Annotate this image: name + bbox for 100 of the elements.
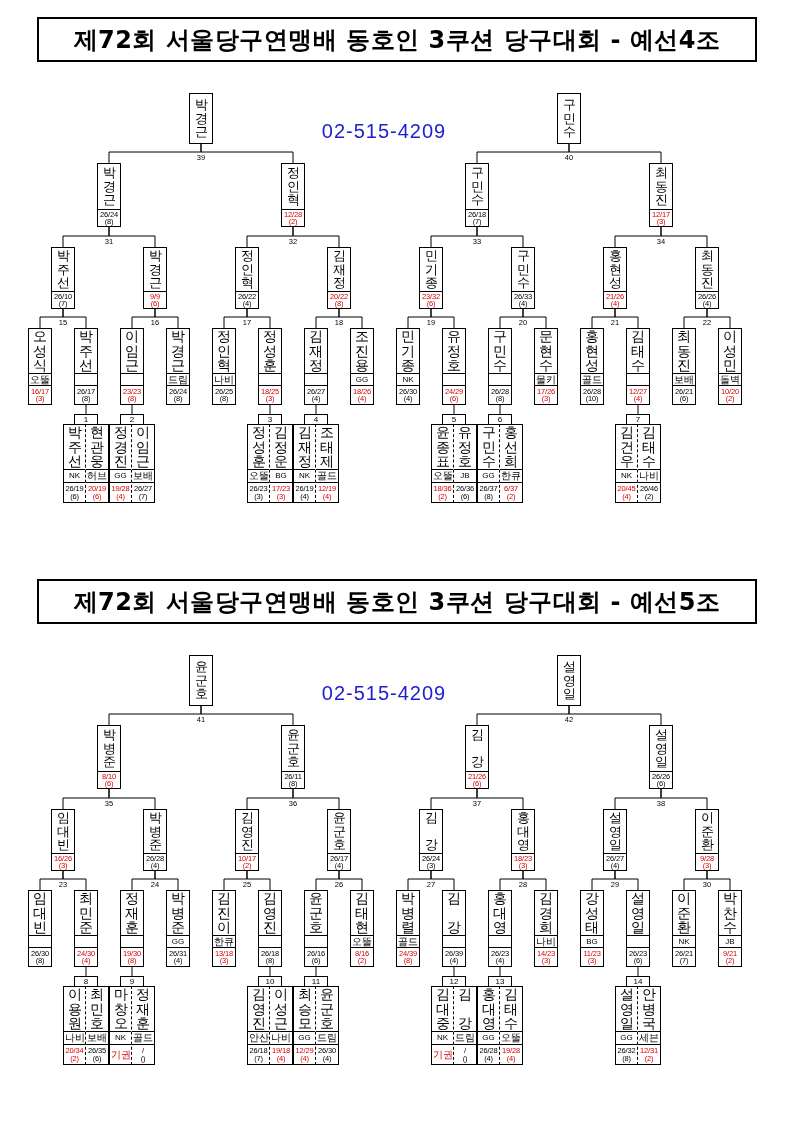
player-name: 정인혁 <box>217 329 231 373</box>
bracket-line <box>499 966 501 977</box>
club-name: JB <box>460 472 470 480</box>
player-box <box>109 424 132 503</box>
club-name: 골드 <box>398 936 418 947</box>
player-box <box>626 328 650 405</box>
club-name: 한큐 <box>214 936 234 947</box>
player-box <box>695 247 719 309</box>
club-name: NK <box>402 375 414 384</box>
club-name: 나비 <box>64 1033 85 1043</box>
club-name: 골드 <box>317 471 337 481</box>
player-box <box>649 163 673 227</box>
player-box <box>603 247 627 309</box>
club-name: 오뚤 <box>432 471 453 481</box>
player-name: 이준환 <box>700 811 714 852</box>
player-name: 김재정 <box>297 425 312 469</box>
player-box <box>638 986 661 1065</box>
player-name: 안병국 <box>642 987 656 1031</box>
match-number: 13 <box>495 977 505 986</box>
club-name: 세븐 <box>639 1033 659 1043</box>
player-name: 김태수 <box>642 425 656 469</box>
player-name: 설영일 <box>619 987 634 1031</box>
player-name: 홍선희 <box>504 425 518 469</box>
player-name: 박병준 <box>148 811 162 852</box>
player-name: 정인혁 <box>240 249 254 290</box>
club-name: GG <box>620 1034 633 1042</box>
bracket-line <box>246 308 271 329</box>
match-number: 9 <box>129 977 135 986</box>
club-name: 드림 <box>317 1033 337 1043</box>
bracket-line <box>62 308 87 329</box>
player-name: 박주선 <box>56 249 70 290</box>
player-box <box>615 424 638 503</box>
club-name: GG <box>355 375 369 384</box>
player-box <box>396 890 420 967</box>
bracket-line <box>338 870 363 891</box>
player-name: 구민수 <box>481 425 496 469</box>
player-box <box>649 725 673 789</box>
player-box <box>166 890 190 967</box>
bracket-line <box>338 308 363 329</box>
player-name: 박찬수 <box>723 891 737 935</box>
title-text: 제72회 서울당구연맹배 동호인 3쿠션 당구대회 - 예선5조 <box>73 586 721 618</box>
player-name: 최민준 <box>79 891 93 935</box>
player-box <box>488 890 512 967</box>
player-box <box>534 328 558 405</box>
player-box <box>396 328 420 405</box>
player-name: 김재정 <box>332 249 346 290</box>
player-name: 최민호 <box>90 987 104 1031</box>
player-box <box>534 890 558 967</box>
player-name: 정인혁 <box>286 166 300 207</box>
player-box <box>454 986 477 1065</box>
club-name: 골드 <box>582 374 602 385</box>
player-name: 김영진 <box>251 987 266 1031</box>
player-box <box>477 424 500 503</box>
player-box <box>189 93 213 144</box>
player-name: 김진이 <box>217 891 231 935</box>
player-name: 정성훈 <box>251 425 266 469</box>
player-box <box>143 247 167 309</box>
player-box <box>718 328 742 405</box>
player-name: 강성태 <box>585 891 599 935</box>
bracket-line <box>131 404 133 415</box>
player-name: 박경근 <box>148 249 162 290</box>
club-name: GG <box>482 472 495 480</box>
club-name: 나비 <box>214 374 234 385</box>
player-box <box>511 247 535 309</box>
club-name: GG <box>298 1034 311 1042</box>
player-box <box>212 328 236 405</box>
player-name: 김경희 <box>539 891 553 935</box>
bracket-line <box>246 870 271 891</box>
player-box <box>454 424 477 503</box>
player-name: 박병렬 <box>401 891 415 935</box>
player-box <box>511 809 535 871</box>
bracket-line <box>637 404 639 415</box>
player-name: 정경진 <box>113 425 128 469</box>
player-box <box>672 328 696 405</box>
club-name: NK <box>678 937 690 946</box>
bracket-line <box>62 870 87 891</box>
club-name: NK <box>68 472 81 480</box>
player-name: 김 강 <box>447 891 461 935</box>
club-name: NK <box>620 472 633 480</box>
player-box <box>281 725 305 789</box>
club-name: NK <box>436 1034 449 1042</box>
bracket-line <box>453 404 455 415</box>
phone-number: 02-515-4209 <box>321 682 447 705</box>
match-number: 2 <box>129 415 135 424</box>
player-box <box>465 163 489 227</box>
player-box <box>488 328 512 405</box>
bracket-line <box>522 308 547 329</box>
club-name: 나비 <box>639 471 659 481</box>
player-box <box>120 890 144 967</box>
player-box <box>615 986 638 1065</box>
bracket-line <box>85 404 87 415</box>
title-text: 제72회 서울당구연맹배 동호인 3쿠션 당구대회 - 예선4조 <box>73 24 721 56</box>
player-box <box>247 986 270 1065</box>
club-name: 오뚤 <box>352 936 372 947</box>
bracket-line <box>108 788 156 810</box>
player-box <box>258 890 282 967</box>
player-box <box>63 986 86 1065</box>
player-box <box>293 986 316 1065</box>
player-box <box>695 809 719 871</box>
match-number: 12 <box>449 977 459 986</box>
